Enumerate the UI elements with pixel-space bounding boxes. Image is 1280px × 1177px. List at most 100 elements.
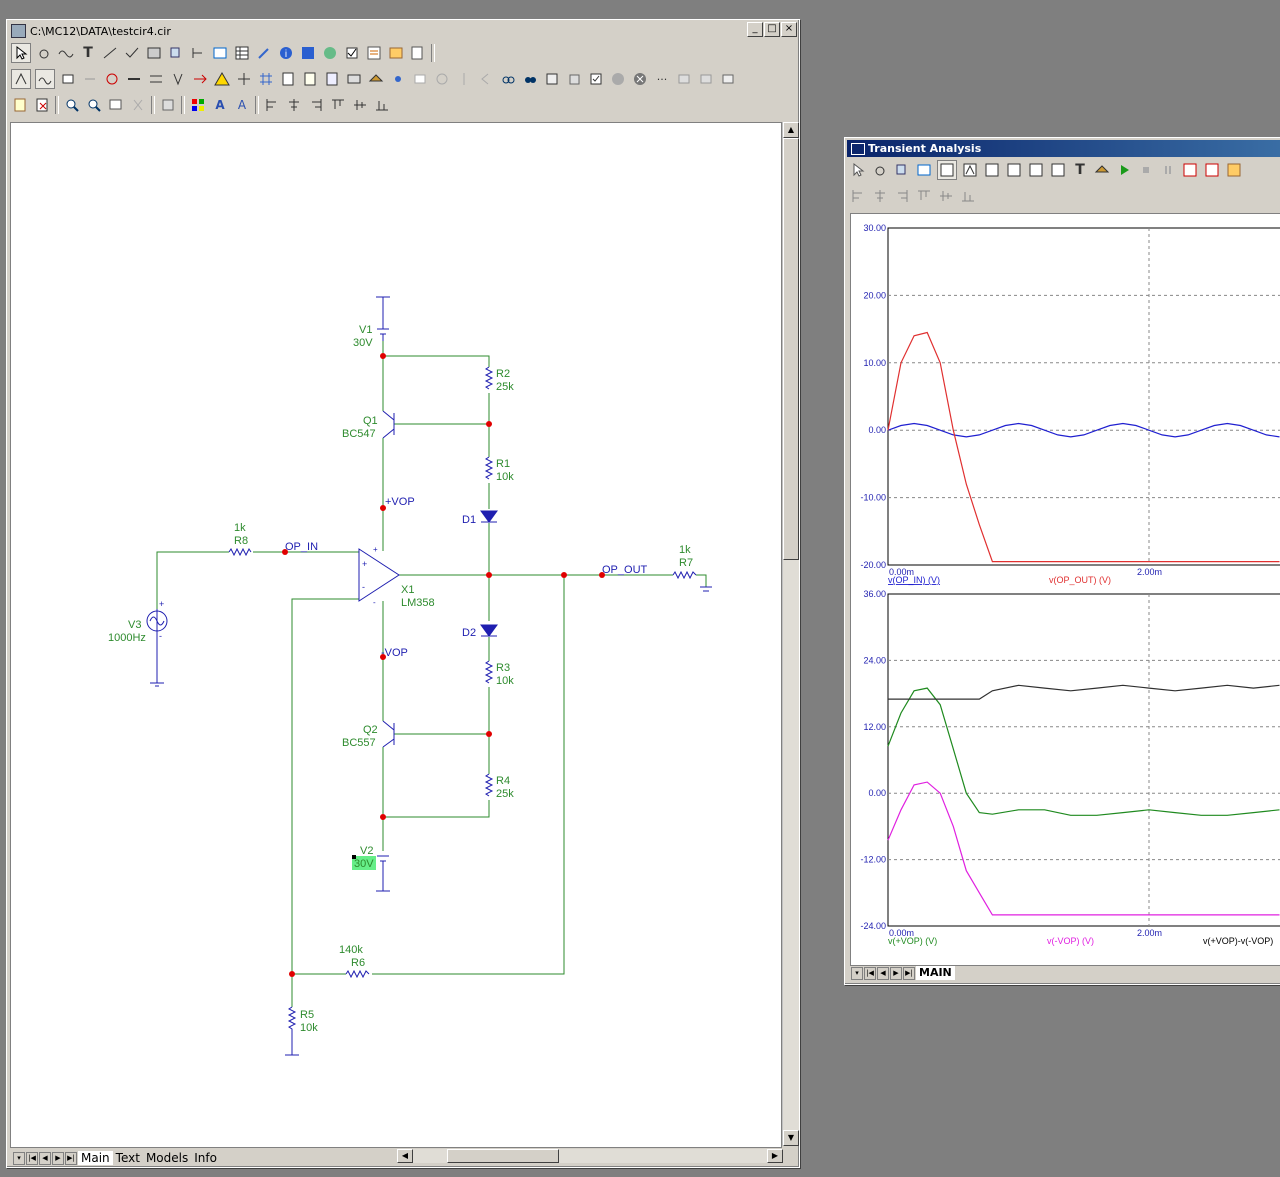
high-icon[interactable]	[1027, 161, 1045, 179]
first-tab-button[interactable]: |◀	[26, 1152, 38, 1165]
rectangle-icon[interactable]	[411, 70, 429, 88]
voltage-icon[interactable]	[103, 70, 121, 88]
h-scroll-thumb[interactable]	[447, 1149, 559, 1163]
hat-icon[interactable]	[1093, 161, 1111, 179]
power-icon[interactable]	[147, 70, 165, 88]
prev-tab-button[interactable]: ◀	[39, 1152, 51, 1165]
next-tab-button[interactable]: ▶	[52, 1152, 64, 1165]
align-top-icon[interactable]	[915, 187, 933, 205]
page-icon[interactable]	[279, 70, 297, 88]
stop-icon[interactable]	[1137, 161, 1155, 179]
vertical-scrollbar[interactable]: ▲ ▼	[782, 122, 799, 1146]
layers-icon[interactable]	[565, 70, 583, 88]
zoom-out-icon[interactable]	[85, 96, 103, 114]
analysis-last-tab[interactable]: ▶|	[903, 967, 915, 980]
properties-icon[interactable]	[1225, 161, 1243, 179]
minimize-button[interactable]: _	[747, 22, 763, 37]
list-icon[interactable]	[365, 44, 383, 62]
analysis-titlebar[interactable]: Transient Analysis	[847, 140, 1280, 157]
step-icon[interactable]	[477, 70, 495, 88]
find-next-icon[interactable]	[521, 70, 539, 88]
scroll-right-button[interactable]: ▶	[767, 1149, 783, 1163]
node-link-icon[interactable]	[389, 70, 407, 88]
legend-label[interactable]: v(OP_IN) (V)	[888, 575, 940, 585]
select-mode-icon[interactable]	[11, 43, 31, 63]
align-center-icon[interactable]	[285, 96, 303, 114]
flip-icon[interactable]	[345, 70, 363, 88]
analysis-tab-menu[interactable]: ▾	[851, 967, 863, 980]
new-page-icon[interactable]	[11, 96, 29, 114]
tab-models[interactable]: Models	[145, 1151, 189, 1165]
peak-icon[interactable]	[983, 161, 1001, 179]
align-left-icon[interactable]	[849, 187, 867, 205]
condition-icon[interactable]	[169, 70, 187, 88]
analysis-first-tab[interactable]: |◀	[864, 967, 876, 980]
export-icon[interactable]	[719, 70, 737, 88]
plot-clear-icon[interactable]	[1203, 161, 1221, 179]
slope-icon[interactable]	[1049, 161, 1067, 179]
check-page-icon[interactable]	[587, 70, 605, 88]
checkbox-icon[interactable]	[343, 44, 361, 62]
tab-main[interactable]: Main	[78, 1151, 113, 1165]
window-icon[interactable]	[211, 44, 229, 62]
run-icon[interactable]	[1115, 161, 1133, 179]
text-mode-icon[interactable]: T	[83, 45, 93, 61]
analysis-prev-tab[interactable]: ◀	[877, 967, 889, 980]
page-copy-icon[interactable]	[301, 70, 319, 88]
color-palette-icon[interactable]	[189, 96, 207, 114]
legend-label[interactable]: v(-VOP) (V)	[1047, 936, 1094, 946]
analysis-next-tab[interactable]: ▶	[890, 967, 902, 980]
align-right-icon[interactable]	[307, 96, 325, 114]
text-icon[interactable]: T	[1075, 162, 1085, 178]
warning-icon[interactable]	[213, 70, 231, 88]
scroll-thumb[interactable]	[783, 138, 799, 560]
mirror-icon[interactable]	[455, 70, 473, 88]
branch-icon[interactable]	[189, 44, 207, 62]
valley-icon[interactable]	[1005, 161, 1023, 179]
hat-icon[interactable]	[367, 70, 385, 88]
show-text-icon[interactable]	[11, 69, 31, 89]
arrows-icon[interactable]	[191, 70, 209, 88]
crosshair-icon[interactable]	[235, 70, 253, 88]
zoom-in-icon[interactable]	[63, 96, 81, 114]
wire-mode-icon[interactable]	[57, 44, 75, 62]
scroll-down-button[interactable]: ▼	[783, 1130, 799, 1146]
components-icon[interactable]	[543, 70, 561, 88]
align-right-icon[interactable]	[893, 187, 911, 205]
align-top-icon[interactable]	[329, 96, 347, 114]
copy-icon[interactable]	[167, 44, 185, 62]
page-edit-icon[interactable]	[323, 70, 341, 88]
align-middle-icon[interactable]	[351, 96, 369, 114]
diagonal-wire-icon[interactable]	[101, 44, 119, 62]
close-button[interactable]: ×	[781, 22, 797, 37]
schematic-canvas[interactable]: V1 30V R2 25k Q1 BC547 R1 10k +VOP D1 1k…	[10, 122, 782, 1148]
pan-icon[interactable]	[871, 161, 889, 179]
info-icon[interactable]: i	[277, 44, 295, 62]
maximize-button[interactable]: □	[764, 22, 780, 37]
image-icon[interactable]	[145, 44, 163, 62]
cursor-mode-icon[interactable]	[961, 161, 979, 179]
table-icon[interactable]	[233, 44, 251, 62]
current-icon[interactable]	[125, 70, 143, 88]
redo-icon[interactable]	[697, 70, 715, 88]
align-left-icon[interactable]	[263, 96, 281, 114]
scale-icon[interactable]	[937, 160, 957, 180]
scroll-left-button[interactable]: ◀	[397, 1149, 413, 1163]
legend-label[interactable]: v(OP_OUT) (V)	[1049, 575, 1111, 585]
font-icon[interactable]: A	[215, 98, 225, 112]
undo-icon[interactable]	[675, 70, 693, 88]
pin-icon[interactable]	[81, 70, 99, 88]
node-numbers-icon[interactable]	[59, 70, 77, 88]
plot-icon[interactable]	[1181, 161, 1199, 179]
tab-analysis-main[interactable]: MAIN	[916, 966, 955, 980]
find-icon[interactable]	[499, 70, 517, 88]
rotate-icon[interactable]	[433, 70, 451, 88]
download-icon[interactable]	[609, 70, 627, 88]
show-values-icon[interactable]	[35, 69, 55, 89]
zoom-fit-icon[interactable]	[107, 96, 125, 114]
help-icon[interactable]	[299, 44, 317, 62]
last-tab-button[interactable]: ▶|	[65, 1152, 77, 1165]
v2-value-label[interactable]: 30V	[354, 858, 374, 870]
tab-text[interactable]: Text	[115, 1151, 140, 1165]
